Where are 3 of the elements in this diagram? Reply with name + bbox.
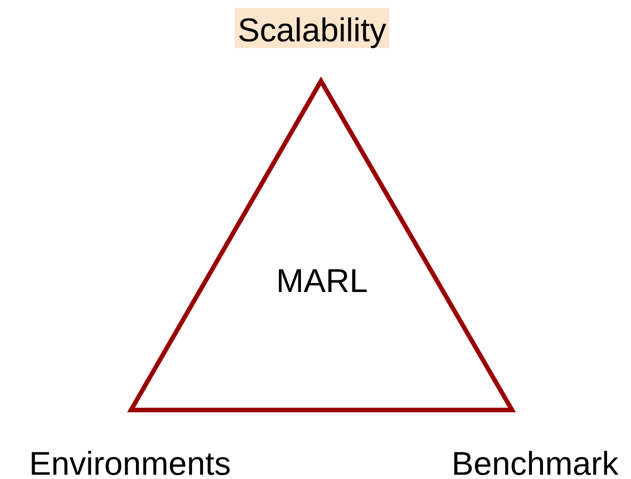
vertex-label: Environments — [32, 450, 230, 476]
highlighted-label: Scalability — [234, 8, 390, 48]
vertex-label: Benchmark — [454, 450, 618, 476]
